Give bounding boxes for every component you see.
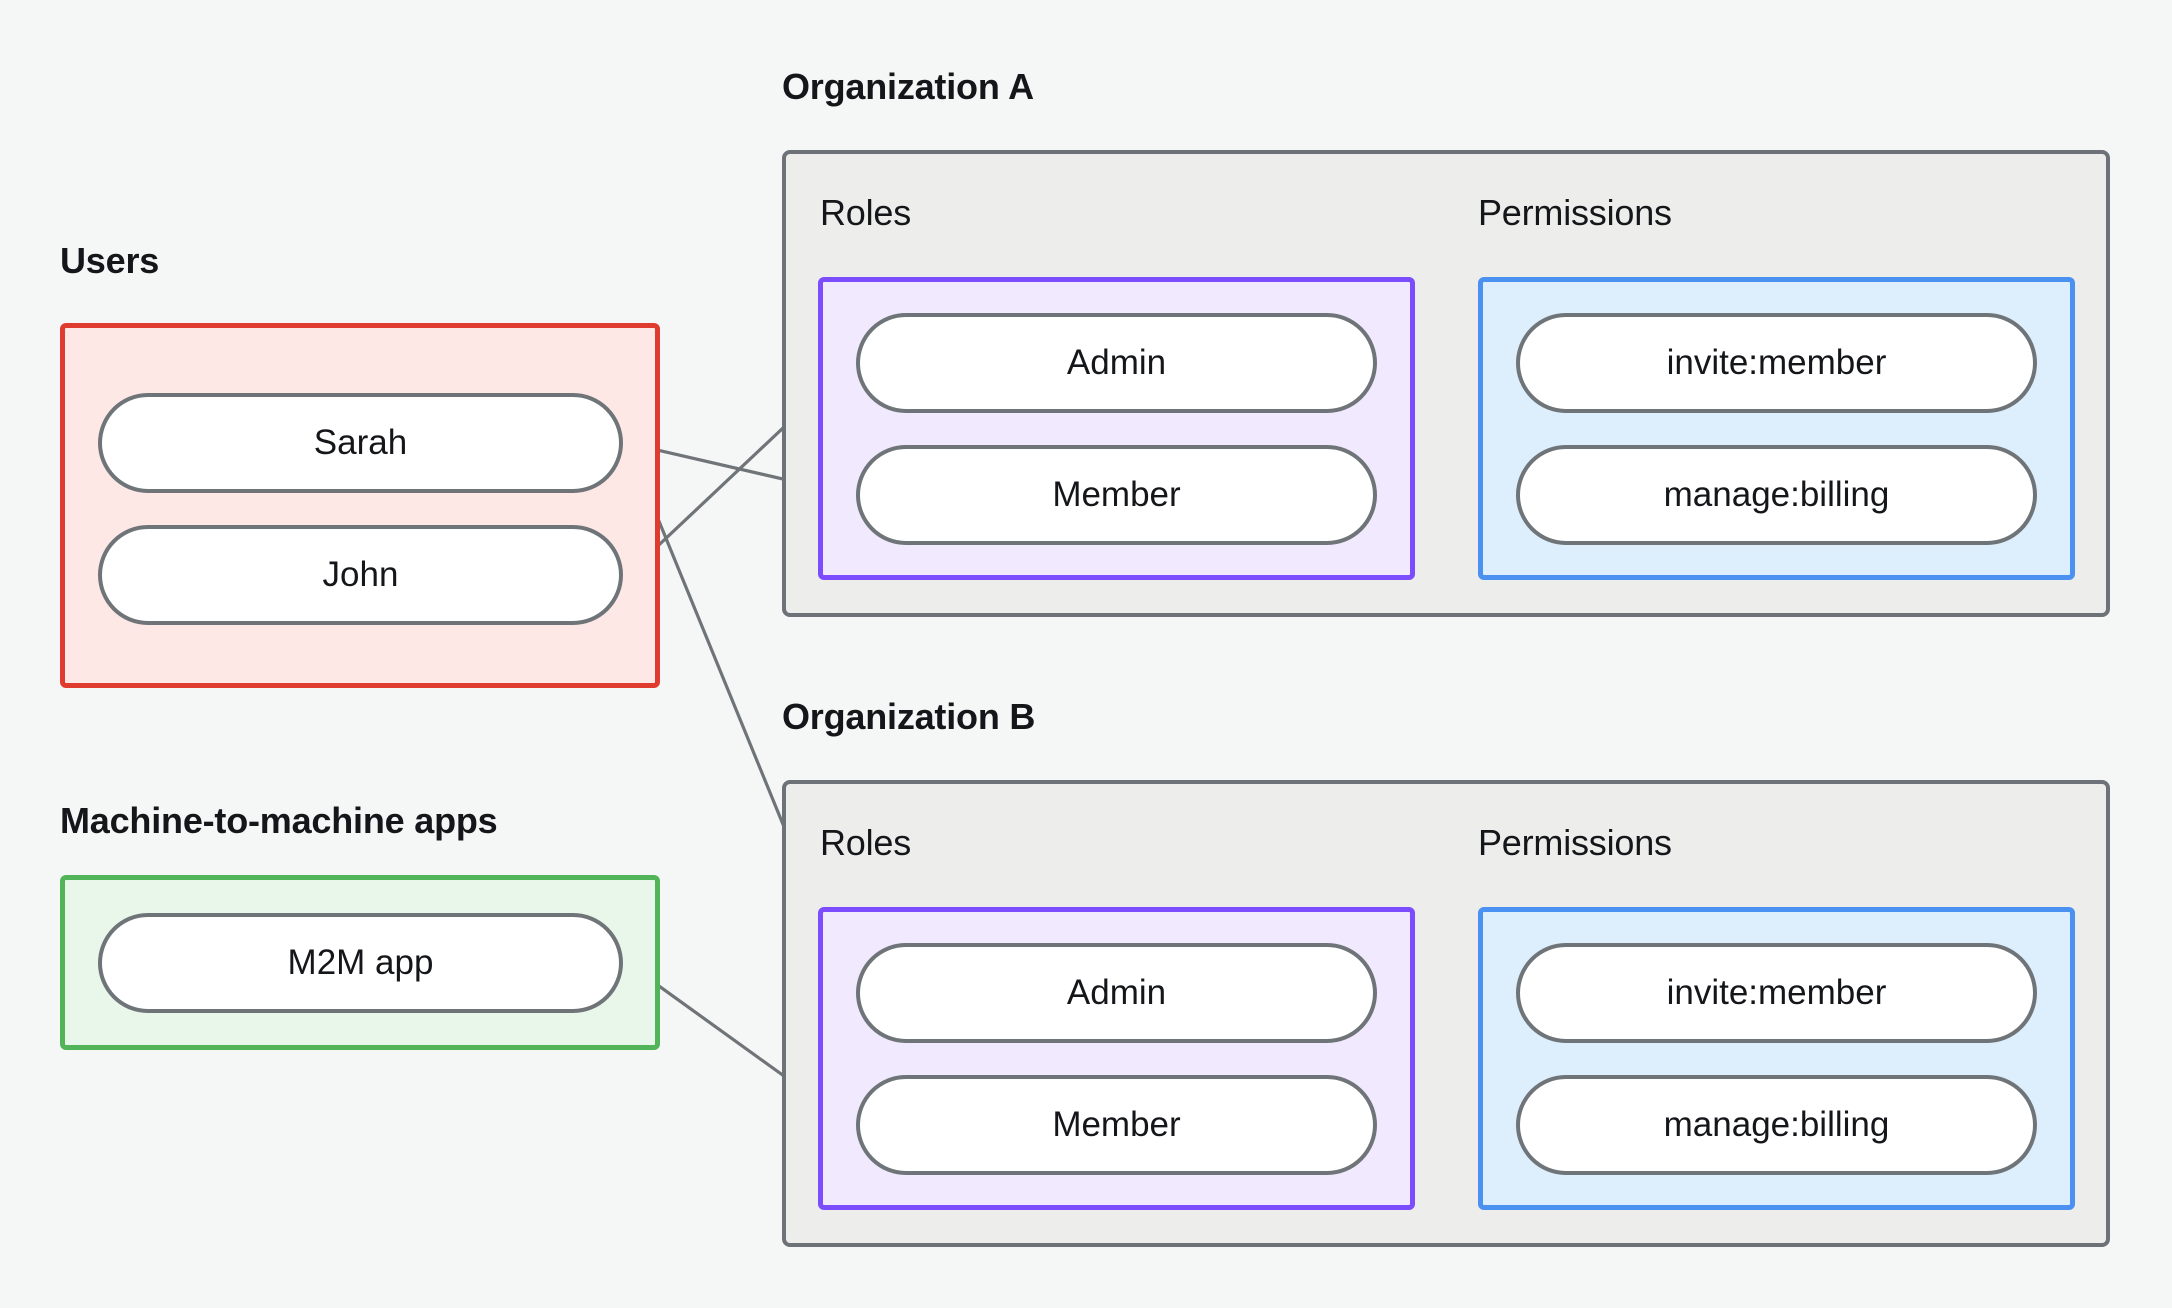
node-org-b-role-member[interactable]: Member	[856, 1075, 1377, 1175]
org-a-caption: Organization A	[782, 66, 1034, 107]
node-john[interactable]: John	[98, 525, 623, 625]
users-caption: Users	[60, 240, 160, 281]
org-b-roles-label: Roles	[820, 822, 912, 863]
org-b-permissions-label: Permissions	[1478, 822, 1672, 863]
node-org-a-perm-invite-member[interactable]: invite:member	[1516, 313, 2037, 413]
node-org-b-perm-invite-member[interactable]: invite:member	[1516, 943, 2037, 1043]
node-org-a-perm-manage-billing[interactable]: manage:billing	[1516, 445, 2037, 545]
node-sarah[interactable]: Sarah	[98, 393, 623, 493]
node-m2m-app[interactable]: M2M app	[98, 913, 623, 1013]
org-a-permissions-label: Permissions	[1478, 192, 1672, 233]
node-org-b-perm-manage-billing[interactable]: manage:billing	[1516, 1075, 2037, 1175]
m2m-caption: Machine-to-machine apps	[60, 800, 498, 841]
node-org-a-role-member[interactable]: Member	[856, 445, 1377, 545]
node-org-a-role-admin[interactable]: Admin	[856, 313, 1377, 413]
org-a-roles-label: Roles	[820, 192, 912, 233]
org-b-caption: Organization B	[782, 696, 1036, 737]
node-org-b-role-admin[interactable]: Admin	[856, 943, 1377, 1043]
users-group-box	[60, 323, 660, 688]
